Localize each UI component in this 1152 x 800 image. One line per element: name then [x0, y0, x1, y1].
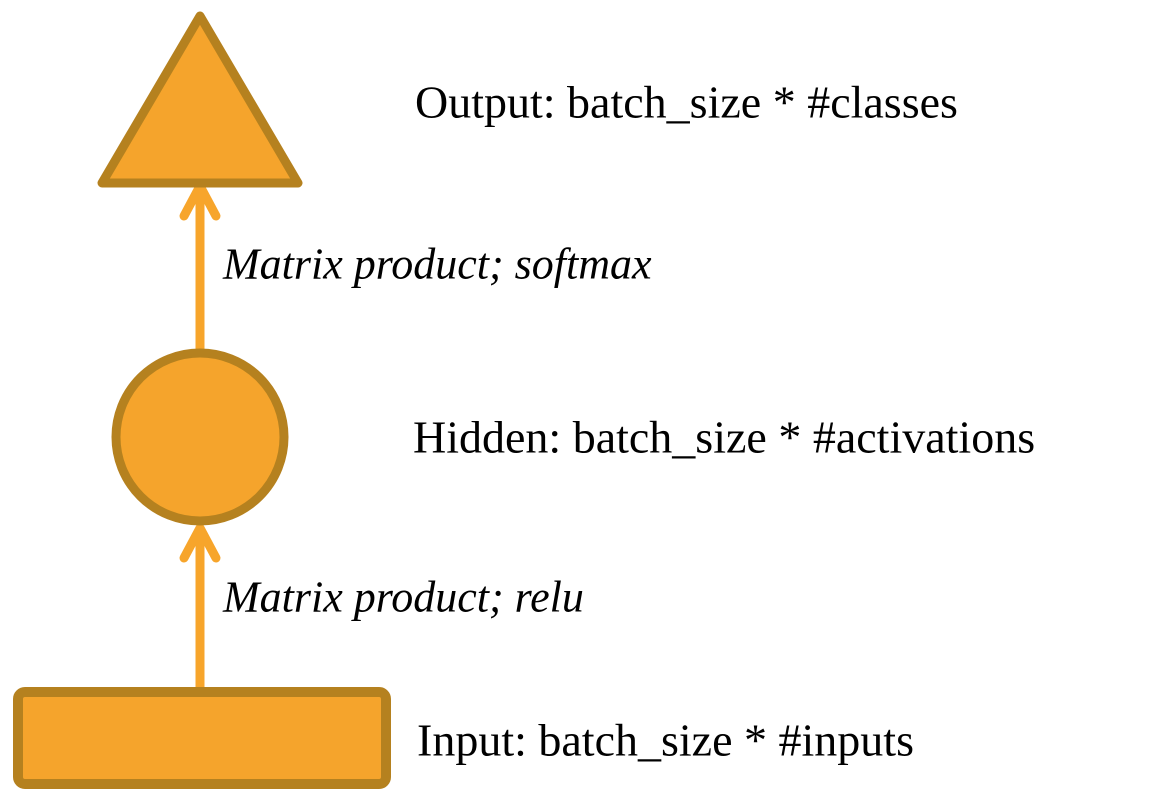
output-node-label: Output: batch_size * #classes [415, 76, 958, 128]
arrow-head-icon [179, 523, 221, 563]
edge-input-hidden-arrow [179, 523, 221, 691]
edge-relu-label: Matrix product; relu [223, 572, 584, 622]
node-output-triangle [97, 11, 303, 188]
node-hidden-circle [111, 348, 289, 526]
hidden-node-label: Hidden: batch_size * #activations [413, 411, 1036, 463]
input-node-label: Input: batch_size * #inputs [417, 714, 914, 766]
edge-hidden-output-arrow [179, 181, 221, 350]
edge-softmax-label: Matrix product; softmax [223, 239, 652, 289]
node-input-rectangle [13, 687, 391, 789]
